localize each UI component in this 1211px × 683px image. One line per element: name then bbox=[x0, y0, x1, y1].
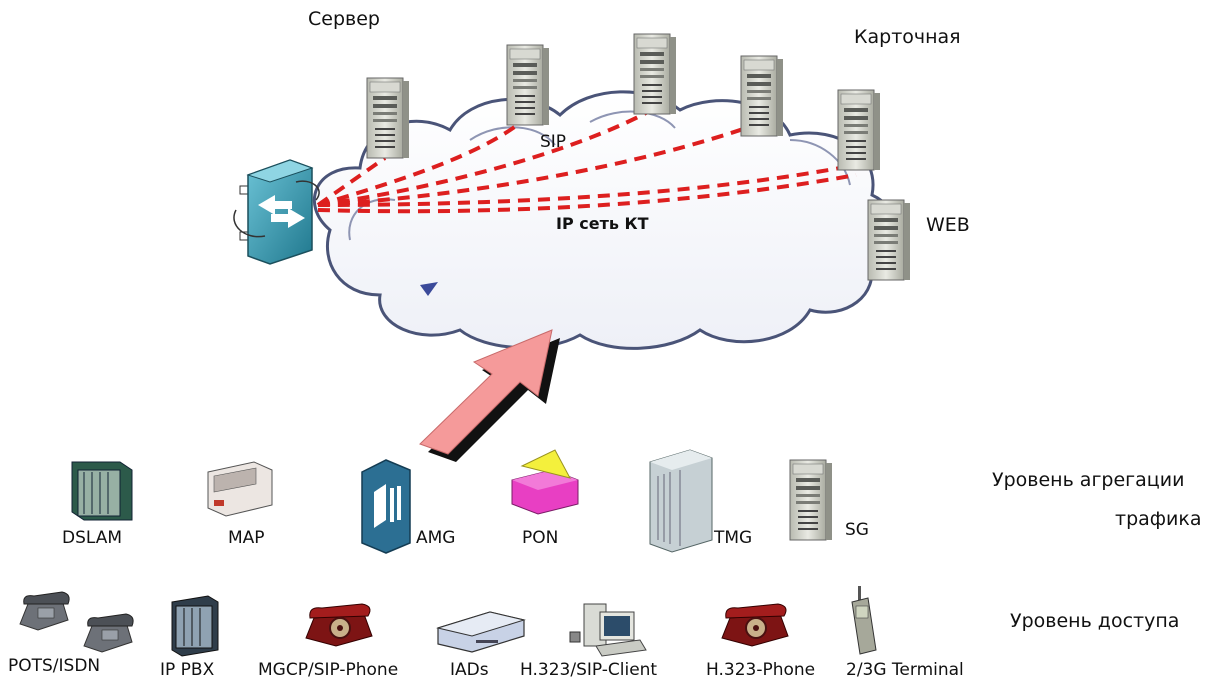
map-icon bbox=[207, 461, 273, 517]
server-icon-2 bbox=[633, 33, 677, 115]
tmg-label: TMG bbox=[714, 528, 753, 548]
web-server-icon bbox=[867, 199, 911, 281]
access-level-label: Уровень доступа bbox=[1010, 610, 1180, 632]
softswitch-icon bbox=[233, 159, 320, 265]
pots-phone-icon-1 bbox=[19, 591, 70, 631]
tmg-icon bbox=[649, 449, 713, 553]
h323-sip-client-label: H.323/SIP-Client bbox=[520, 660, 658, 680]
card-server-label: Карточная bbox=[854, 26, 961, 48]
pots-phone-icon-2 bbox=[83, 613, 134, 653]
iads-label: IADs bbox=[450, 660, 489, 680]
cloud-label: IP сеть КТ bbox=[556, 214, 649, 233]
ip-pbx-label: IP PBX bbox=[160, 660, 215, 680]
amg-label: AMG bbox=[416, 528, 456, 548]
card-server-icon bbox=[837, 89, 881, 171]
web-server-label: WEB bbox=[926, 214, 970, 236]
mobile-terminal-icon bbox=[851, 586, 877, 655]
aggregation-level-label-2: трафика bbox=[1115, 508, 1202, 530]
pon-label: PON bbox=[522, 528, 559, 548]
pots-isdn-label: POTS/ISDN bbox=[8, 656, 101, 676]
sip-label: SIP bbox=[540, 132, 567, 152]
server-label: Сервер bbox=[308, 8, 380, 30]
h323-phone-icon bbox=[721, 603, 789, 647]
mgcp-sip-phone-icon bbox=[305, 603, 373, 647]
mobile-terminal-label: 2/3G Terminal bbox=[846, 660, 964, 680]
pon-icon bbox=[511, 449, 579, 515]
server-icon-3 bbox=[740, 55, 784, 137]
sip-client-pc-icon bbox=[569, 603, 647, 657]
iad-icon bbox=[436, 611, 526, 653]
sg-icon bbox=[789, 459, 833, 541]
ip-pbx-icon bbox=[171, 595, 219, 657]
map-label: MAP bbox=[228, 528, 265, 548]
dslam-label: DSLAM bbox=[62, 528, 123, 548]
sip-links bbox=[316, 106, 857, 214]
mgcp-sip-phone-label: MGCP/SIP-Phone bbox=[258, 660, 399, 680]
sg-label: SG bbox=[845, 520, 869, 540]
amg-icon bbox=[361, 459, 411, 554]
h323-phone-label: H.323-Phone bbox=[706, 660, 816, 680]
aggregation-level-label: Уровень агрегации bbox=[992, 469, 1185, 491]
sip-server-icon bbox=[506, 44, 550, 126]
server-icon bbox=[366, 77, 410, 159]
traffic-arrow bbox=[419, 329, 560, 462]
dslam-icon bbox=[71, 461, 133, 521]
